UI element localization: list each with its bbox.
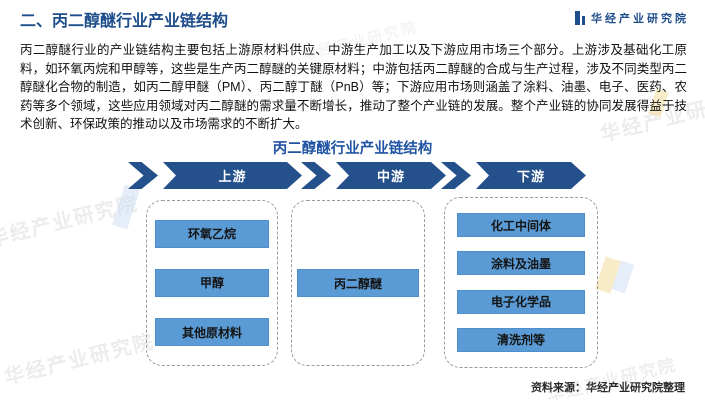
chain-node: 电子化学品	[457, 289, 585, 314]
chain-node: 其他原材料	[155, 318, 269, 347]
decor-ribbon	[111, 184, 141, 230]
page-title: 二、丙二醇醚行业产业链结构	[20, 13, 229, 30]
chevron-icon	[128, 162, 158, 189]
intro-paragraph: 丙二醇醚行业的产业链结构主要包括上游原材料供应、中游生产加工以及下游应用市场三个…	[20, 43, 687, 132]
source-note: 资料来源：华经产业研究院整理	[531, 382, 685, 394]
decor-ribbon	[611, 260, 635, 294]
stage-group-2: 丙二醇醚	[291, 200, 425, 366]
brand-logo: 华经产业研究院	[575, 10, 689, 26]
stage-banner-3: 下游	[476, 162, 586, 189]
stage-group-3: 化工中间体涂料及油墨电子化学品清洗剂等	[444, 197, 598, 368]
watermark-text: 华经产业研究院	[2, 330, 157, 390]
diagram-title: 丙二醇醚行业产业链结构	[272, 141, 433, 157]
chain-node: 甲醇	[155, 268, 269, 297]
chain-node: 涂料及油墨	[457, 251, 585, 276]
watermark-text: 华经产业研究院	[0, 192, 141, 252]
chain-node: 环氧乙烷	[155, 219, 269, 248]
decor-ribbon	[595, 256, 621, 294]
chevron-icon	[301, 162, 331, 189]
brand-bars-icon	[575, 11, 585, 25]
stage-banner-2: 中游	[336, 162, 446, 189]
chain-node: 化工中间体	[457, 213, 585, 238]
brand-name: 华经产业研究院	[591, 13, 689, 25]
stage-banner-1: 上游	[163, 162, 302, 189]
chain-node: 丙二醇醚	[296, 269, 420, 297]
stage-group-1: 环氧乙烷甲醇其他原材料	[146, 200, 278, 366]
chain-node: 清洗剂等	[457, 327, 585, 352]
